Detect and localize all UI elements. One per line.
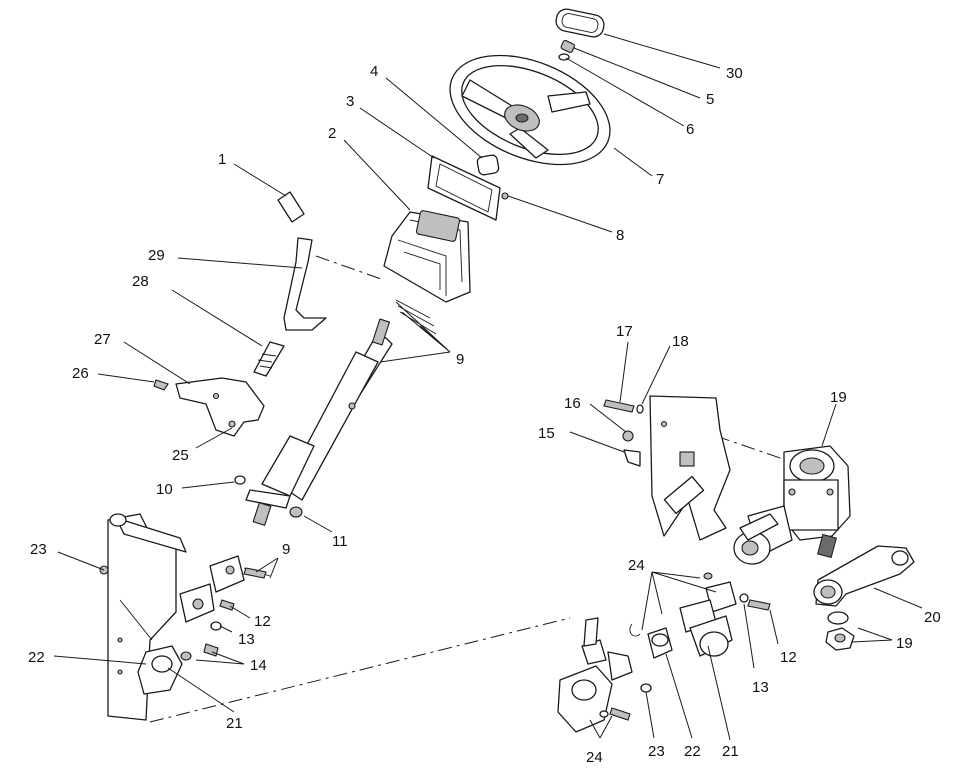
callout-11: 11 bbox=[332, 533, 348, 550]
column-nut bbox=[289, 506, 303, 518]
callout-24-upper: 24 bbox=[628, 557, 645, 574]
callout-15: 15 bbox=[538, 425, 555, 442]
callout-23-left: 23 bbox=[30, 541, 47, 558]
callout-6: 6 bbox=[686, 121, 694, 138]
left-bearing bbox=[99, 565, 219, 695]
callout-22-right: 22 bbox=[684, 743, 701, 760]
left-u-joint bbox=[179, 555, 271, 623]
column-washer bbox=[234, 475, 246, 485]
connection-line-right bbox=[715, 435, 787, 461]
callout-21-right: 21 bbox=[722, 743, 739, 760]
horn-cap bbox=[555, 8, 605, 38]
callout-17: 17 bbox=[616, 323, 633, 340]
callout-27: 27 bbox=[94, 331, 111, 348]
callout-14: 14 bbox=[250, 657, 267, 674]
tilt-bracket bbox=[175, 377, 265, 437]
callout-7: 7 bbox=[656, 171, 664, 188]
steering-column bbox=[245, 318, 393, 527]
callout-26: 26 bbox=[72, 365, 89, 382]
wheel-nut bbox=[560, 39, 576, 53]
column-clips bbox=[395, 299, 437, 335]
callout-19-gearbox: 19 bbox=[830, 389, 847, 406]
mount-bolt bbox=[603, 399, 644, 414]
pitman-nut bbox=[825, 627, 855, 651]
callout-8: 8 bbox=[616, 227, 624, 244]
gear-mount-bracket bbox=[649, 395, 731, 541]
callout-1: 1 bbox=[218, 151, 226, 168]
frame-plate bbox=[107, 513, 187, 721]
callout-labels: 1 2 3 4 5 6 7 8 9 9 10 11 12 12 13 13 14… bbox=[28, 63, 941, 766]
right-joint-bolts bbox=[739, 593, 771, 611]
pitman-arm bbox=[813, 545, 915, 607]
right-bearing bbox=[557, 617, 652, 733]
callout-30: 30 bbox=[726, 65, 743, 82]
steering-wheel bbox=[449, 54, 611, 166]
callout-13-right: 13 bbox=[752, 679, 769, 696]
callout-24-lower: 24 bbox=[586, 749, 603, 766]
plate-screw bbox=[501, 192, 509, 200]
connection-line bbox=[149, 617, 571, 723]
callout-12-right: 12 bbox=[780, 649, 797, 666]
callout-18: 18 bbox=[672, 333, 689, 350]
lever-knob bbox=[277, 191, 305, 223]
bracket-screw bbox=[153, 379, 169, 391]
callout-12-left: 12 bbox=[254, 613, 271, 630]
callout-23-right: 23 bbox=[648, 743, 665, 760]
callout-21-left: 21 bbox=[226, 715, 243, 732]
callout-9-joint: 9 bbox=[282, 541, 290, 558]
tilt-lever bbox=[283, 237, 327, 331]
steering-shroud bbox=[383, 210, 471, 303]
callout-25: 25 bbox=[172, 447, 189, 464]
callout-4: 4 bbox=[370, 63, 378, 80]
callout-20: 20 bbox=[924, 609, 941, 626]
callout-9-column: 9 bbox=[456, 351, 464, 368]
hub-adapter bbox=[476, 154, 500, 176]
callout-5: 5 bbox=[706, 91, 714, 108]
dash-plate bbox=[427, 155, 501, 221]
steering-gearbox bbox=[733, 445, 851, 565]
callout-10: 10 bbox=[156, 481, 173, 498]
connection-line-upper bbox=[315, 255, 385, 281]
lever-spring bbox=[253, 341, 285, 377]
callout-16: 16 bbox=[564, 395, 581, 412]
callout-13-left: 13 bbox=[238, 631, 255, 648]
callout-19-nut: 19 bbox=[896, 635, 913, 652]
left-joint-bolts bbox=[210, 567, 267, 631]
callout-2: 2 bbox=[328, 125, 336, 142]
leader-lines bbox=[53, 33, 923, 741]
callout-22-left: 22 bbox=[28, 649, 45, 666]
callout-29: 29 bbox=[148, 247, 165, 264]
callout-28: 28 bbox=[132, 273, 149, 290]
mount-nut bbox=[622, 430, 641, 467]
right-u-joint bbox=[629, 572, 737, 659]
callout-3: 3 bbox=[346, 93, 354, 110]
pitman-washer bbox=[827, 611, 849, 625]
